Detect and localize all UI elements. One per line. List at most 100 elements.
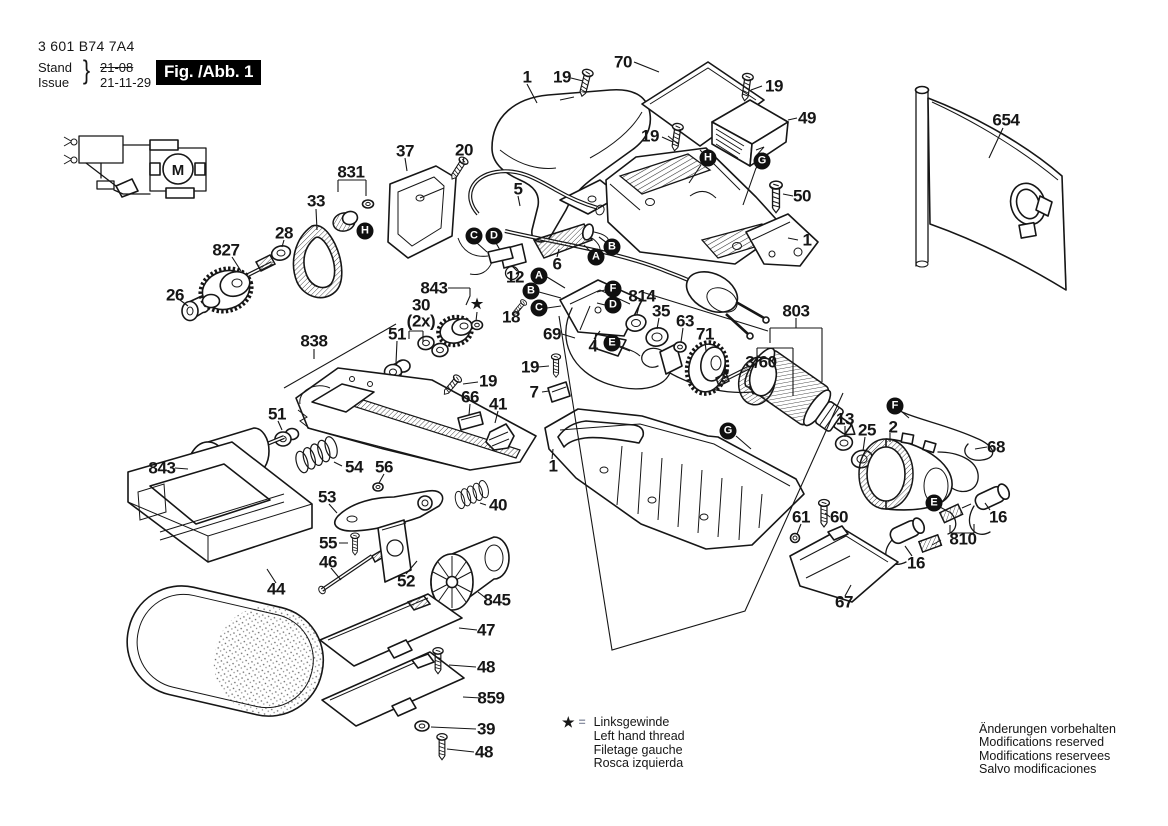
callout-47: 47 [476, 620, 496, 640]
platen-47 [319, 593, 463, 667]
callout-810: 810 [949, 529, 977, 549]
callout-55: 55 [318, 533, 338, 553]
cable-clip [547, 381, 571, 403]
callout-49: 49 [797, 108, 817, 128]
connector-marker-D: D [604, 296, 622, 314]
belt-cover-37 [387, 165, 457, 259]
bevel-gear-827 [198, 254, 277, 314]
sanding-belt [126, 585, 325, 717]
connector-marker-A: A [587, 248, 605, 266]
callout-51-b: 51 [267, 404, 287, 424]
connector-marker-D: D [485, 227, 503, 245]
callout-46: 46 [318, 552, 338, 572]
callout-35: 35 [651, 301, 671, 321]
armature-360 [715, 347, 856, 436]
callout-18: 18 [501, 307, 521, 327]
bearing-13 [834, 435, 854, 451]
callout-53: 53 [317, 487, 337, 507]
plate-52 [377, 519, 412, 583]
washer-56 [372, 482, 384, 492]
star-icon: ★ [470, 295, 484, 312]
notice-line: Modifications reservees [979, 748, 1111, 763]
dust-bag-654 [914, 85, 1067, 291]
notice-line: Änderungen vorbehalten [979, 722, 1116, 736]
callout-39: 39 [476, 719, 496, 739]
wiring-schematic: M [63, 135, 207, 199]
callout-30: 30 [411, 295, 431, 315]
callout-33: 33 [306, 191, 326, 211]
callout-843-b: 843 [148, 458, 176, 478]
callout-7: 7 [529, 382, 539, 402]
connector-marker-B: B [522, 282, 540, 300]
leader-lines [174, 61, 1004, 753]
connector-marker-G: G [753, 152, 771, 170]
callout-654: 654 [992, 110, 1020, 130]
pulley-843 [436, 314, 484, 348]
callout-71: 71 [695, 324, 715, 344]
motor-symbol-label: M [172, 162, 185, 179]
callout-19-b: 19 [764, 76, 784, 96]
callout-25: 25 [857, 420, 877, 440]
gear-71 [684, 340, 730, 396]
callout-68: 68 [986, 437, 1006, 457]
slide-frame-44 [127, 441, 313, 563]
connector-marker-G: G [719, 422, 737, 440]
motor-housing-top [605, 147, 786, 265]
brush-holder-16-lower [889, 517, 926, 545]
callout-19-a: 19 [552, 67, 572, 87]
callout-52: 52 [396, 571, 416, 591]
callout-70: 70 [613, 52, 633, 72]
ring-63 [659, 341, 687, 375]
type-number: 3 601 B74 7A4 [38, 38, 135, 54]
callout-69: 69 [542, 324, 562, 344]
cord-clamp [457, 237, 527, 281]
revision-values: 21-08 21-11-29 [100, 60, 151, 90]
connector-marker-B: B [603, 238, 621, 256]
callout-1-c: 1 [548, 456, 558, 476]
callout-803: 803 [782, 301, 810, 321]
equals-sign: = [578, 715, 586, 729]
end-cover-67 [789, 525, 899, 603]
platen-859 [321, 651, 465, 727]
ring-814 [625, 314, 647, 332]
notice-line: Salvo modificaciones [979, 762, 1097, 777]
pulley-831 [332, 199, 375, 232]
callout-16-a: 16 [988, 507, 1008, 527]
callout-26: 26 [165, 285, 185, 305]
connector-marker-E: E [603, 334, 621, 352]
spring-54 [291, 434, 342, 475]
callout-814: 814 [628, 286, 656, 306]
callout-56: 56 [374, 457, 394, 477]
callout-827: 827 [212, 240, 240, 260]
connector-marker-H: H [356, 222, 374, 240]
modifications-notice: Änderungen vorbehalten Modifications res… [979, 722, 1116, 777]
callout-54: 54 [344, 457, 364, 477]
issue-value: 21-11-29 [100, 75, 152, 90]
washer-39 [414, 720, 430, 732]
callout-19-e: 19 [478, 371, 498, 391]
callout-67: 67 [834, 592, 854, 612]
callout-61: 61 [791, 507, 811, 527]
legend-line: Left hand thread [593, 728, 685, 743]
group-brackets [283, 179, 975, 651]
callout-60: 60 [829, 507, 849, 527]
callout-16-b: 16 [906, 553, 926, 573]
callout-30-qty: (2x) [406, 311, 436, 331]
callout-19-d: 19 [520, 357, 540, 377]
callout-41: 41 [488, 394, 508, 414]
connector-marker-A: A [530, 267, 548, 285]
revision-labels: Stand Issue [38, 60, 82, 90]
legend-line: Linksgewinde [593, 715, 670, 729]
callout-44: 44 [266, 579, 286, 599]
issue-label: Issue [38, 75, 70, 90]
sanding-frame-838 [295, 367, 537, 471]
callout-50: 50 [792, 186, 812, 206]
callout-859: 859 [477, 688, 505, 708]
callout-845: 845 [483, 590, 511, 610]
washers-30 [417, 335, 449, 358]
washer-28 [270, 245, 292, 261]
callout-838: 838 [300, 331, 328, 351]
connector-marker-C: C [465, 227, 483, 245]
